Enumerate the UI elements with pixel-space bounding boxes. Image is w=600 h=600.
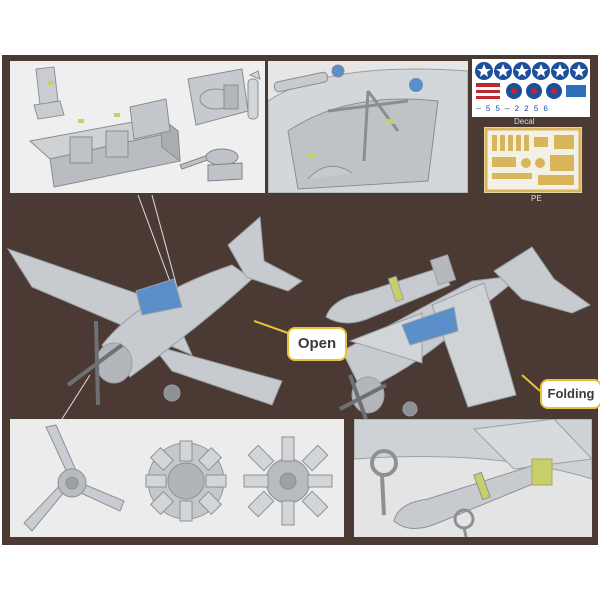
fire-extinguisher <box>247 70 261 120</box>
cockpit-tub <box>28 98 181 188</box>
pe-caption: PE <box>531 194 542 203</box>
torpedo <box>325 254 457 324</box>
propeller-assembly <box>23 424 125 532</box>
decal-small-marks: — 5 5 — 2 2 5 6 <box>475 105 548 114</box>
blue-knob-part <box>409 78 423 92</box>
pe-parts <box>492 135 574 185</box>
fuselage-interior-panel <box>268 61 468 193</box>
seat-part <box>33 66 65 120</box>
decal-sheet: — 5 5 — 2 2 5 6 <box>472 59 590 117</box>
interior-clips <box>308 119 394 158</box>
canopy-frame-struts <box>327 90 409 162</box>
radial-engine-rear <box>243 436 333 526</box>
product-board: — 5 5 — 2 2 5 6 Decal PE <box>2 55 600 545</box>
cockpit-parts-illustration <box>28 66 261 188</box>
cylinder-part <box>273 64 345 93</box>
torpedo-detail-panel <box>354 419 592 537</box>
cockpit-parts-panel <box>10 61 265 193</box>
open-callout: Open <box>287 327 347 361</box>
decal-sheet-illustration: — 5 5 — 2 2 5 6 <box>475 62 588 114</box>
aircraft-folded-wings <box>339 246 591 419</box>
photo-etch-illustration <box>484 127 582 193</box>
gun-ring-assembly <box>187 68 249 126</box>
folding-callout: Folding <box>540 379 600 409</box>
engine-parts-panel <box>10 419 344 537</box>
aircraft-illustration <box>6 195 591 419</box>
pylon-part <box>453 508 475 537</box>
decal-caption: Decal <box>514 117 535 126</box>
detail-torpedo <box>393 458 553 529</box>
photo-etch-fret <box>484 127 582 193</box>
engine-parts-illustration <box>23 424 333 532</box>
radial-engine-front <box>145 440 227 522</box>
rear-gun-part <box>179 148 243 182</box>
pointer-lines <box>61 195 179 419</box>
torpedo-detail-illustration <box>354 419 592 537</box>
wheel-well-part <box>370 449 398 516</box>
sprue-clips <box>48 81 120 123</box>
aircraft-open-canopy <box>6 215 303 406</box>
insignia-row-bottom <box>476 83 586 99</box>
fuselage-interior-illustration <box>268 64 468 193</box>
gear-leg-part <box>307 165 353 180</box>
insignia-row-top <box>475 62 588 80</box>
callout-connectors <box>253 320 541 392</box>
